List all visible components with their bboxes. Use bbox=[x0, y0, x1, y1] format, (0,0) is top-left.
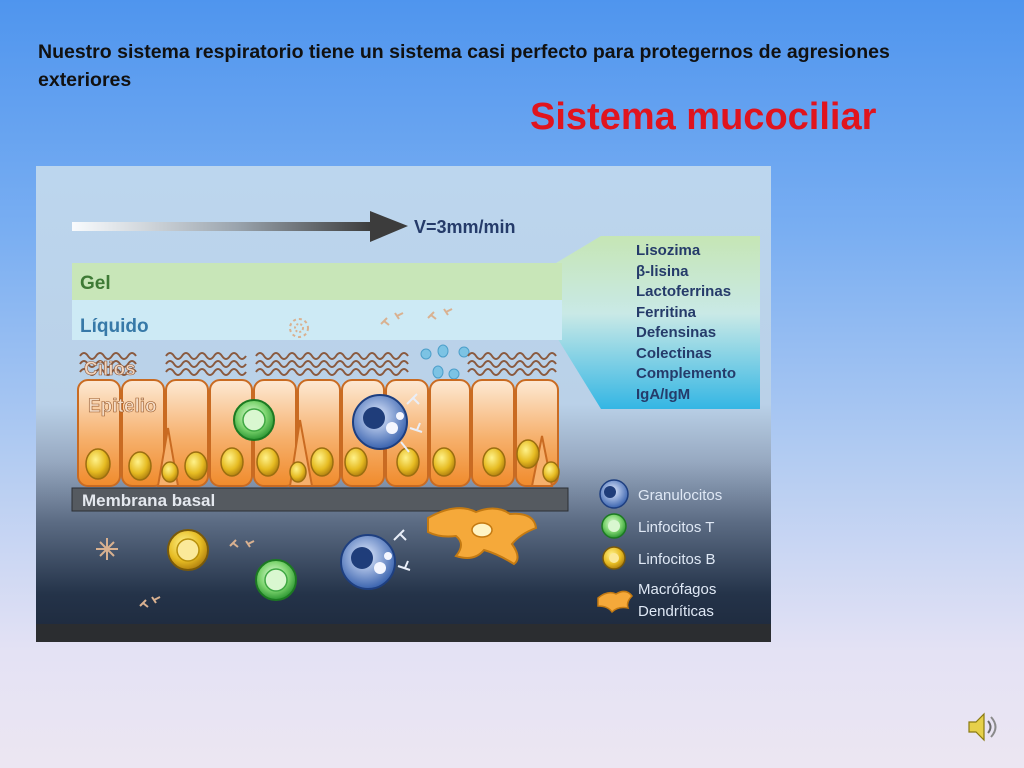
cilia-layer bbox=[79, 352, 557, 376]
legend-t-lymphocyte: Linfocitos T bbox=[601, 513, 714, 539]
legend-label: Granulocitos bbox=[638, 487, 722, 504]
speaker-icon bbox=[968, 712, 997, 742]
substance-item: Lactoferrinas bbox=[636, 283, 731, 300]
free-antibodies bbox=[96, 538, 255, 608]
audio-button[interactable] bbox=[966, 708, 1000, 746]
slide-title: Sistema mucociliar bbox=[530, 96, 877, 138]
substances-funnel bbox=[556, 236, 760, 409]
legend-label: Macrófagos bbox=[638, 581, 716, 598]
diagram-svg: V=3mm/min Gel Líquido Lisozima β-lisina … bbox=[36, 211, 771, 642]
legend-macrophage-dendritic: Macrófagos Dendríticas bbox=[597, 581, 716, 620]
flow-arrow bbox=[72, 211, 408, 242]
free-t-lymphocyte bbox=[255, 559, 297, 601]
legend-b-lymphocyte: Linfocitos B bbox=[602, 546, 716, 570]
free-granulocyte bbox=[340, 529, 411, 590]
legend-label: Linfocitos T bbox=[638, 519, 714, 536]
velocity-label: V=3mm/min bbox=[414, 217, 516, 237]
free-b-lymphocyte bbox=[167, 529, 209, 571]
mucociliary-diagram: V=3mm/min Gel Líquido Lisozima β-lisina … bbox=[36, 166, 771, 642]
basal-membrane bbox=[71, 487, 569, 512]
substance-item: Ferritina bbox=[636, 304, 697, 321]
cell-nuclei bbox=[85, 439, 560, 483]
intro-text: Nuestro sistema respiratorio tiene un si… bbox=[38, 41, 890, 91]
legend-granulocyte: Granulocitos bbox=[599, 479, 722, 509]
figure-bottom-strip bbox=[36, 624, 771, 642]
epithelium-label: Epitelio bbox=[88, 396, 157, 417]
legend-label: Linfocitos B bbox=[638, 551, 716, 568]
substance-item: IgA/IgM bbox=[636, 386, 690, 403]
substances-list: Lisozima β-lisina Lactoferrinas Ferritin… bbox=[636, 242, 736, 403]
liquid-label: Líquido bbox=[80, 316, 149, 337]
legend: Granulocitos Linfocitos T Linfocitos B M… bbox=[597, 479, 722, 620]
substance-item: β-lisina bbox=[636, 263, 689, 280]
gel-label: Gel bbox=[80, 273, 111, 294]
basal-membrane-label: Membrana basal bbox=[82, 491, 215, 510]
cilia-label: Cilios bbox=[84, 359, 136, 380]
macrophage-icon bbox=[597, 590, 633, 614]
particles bbox=[289, 308, 453, 338]
intraepithelial-t-cell bbox=[233, 399, 275, 441]
liquid-layer bbox=[72, 300, 562, 340]
substance-item: Lisozima bbox=[636, 242, 701, 259]
gel-layer bbox=[72, 263, 562, 300]
substance-item: Colectinas bbox=[636, 345, 712, 362]
substance-item: Defensinas bbox=[636, 324, 716, 341]
legend-label: Dendríticas bbox=[638, 603, 714, 620]
intraepithelial-granulocyte bbox=[352, 393, 423, 453]
substance-item: Complemento bbox=[636, 365, 736, 382]
